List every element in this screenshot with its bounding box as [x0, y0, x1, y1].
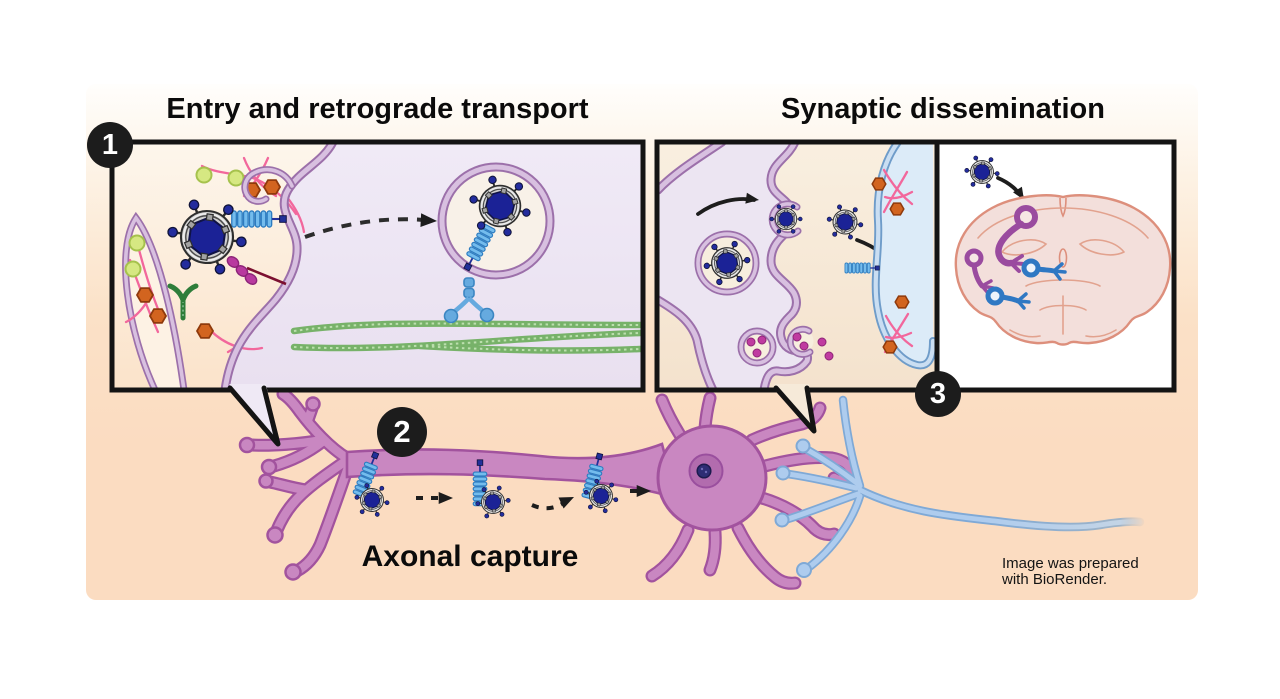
panel-brain — [937, 142, 1174, 390]
speech-tail-icon — [227, 384, 281, 447]
step-2-badge: 2 — [377, 407, 427, 457]
cargo-hexagon-icon — [263, 179, 281, 195]
virus-in-nucleus-icon — [696, 463, 712, 479]
panel-1-border — [109, 139, 646, 393]
cargo-hexagon-icon — [871, 177, 887, 191]
blue-neuron-icon — [774, 395, 1145, 578]
cargo-hexagon-icon — [882, 340, 898, 354]
y-receptor-icon — [167, 283, 199, 321]
cargo-hexagon-icon — [196, 323, 214, 339]
panel-synaptic-dissemination — [657, 142, 937, 390]
cargo-hexagon-icon — [894, 295, 910, 309]
axonal-capture-label: Axonal capture — [361, 540, 579, 573]
credit-line-2: with BioRender. — [1002, 571, 1108, 588]
neurotransmitter-icon — [817, 337, 827, 347]
step-1-badge: 1 — [87, 122, 133, 168]
bead-chain-icon — [226, 256, 287, 286]
synaptic-vesicle-icon — [737, 325, 834, 367]
speech-tail-icon — [773, 384, 817, 434]
panel-entry-transport — [112, 142, 643, 390]
actin-filament-icon — [882, 168, 914, 354]
panel-3-title: Synaptic dissemination — [781, 93, 1105, 125]
step-3-badge: 3 — [915, 371, 961, 417]
vesicle-green-icon — [128, 234, 146, 252]
vesicle-green-icon — [227, 169, 245, 187]
pink-neuron-icon — [238, 387, 860, 590]
vesicle-green-icon — [195, 166, 213, 184]
biorender-credit: Image was prepared with BioRender. — [1002, 556, 1139, 588]
tracer-blue-neuron-icon — [985, 258, 1067, 310]
cargo-hexagon-icon — [889, 202, 905, 216]
cargo-hexagon-icon — [136, 287, 154, 303]
tracer-purple-neuron-icon — [964, 205, 1038, 295]
neurotransmitter-icon — [824, 351, 834, 361]
step-3-number: 3 — [929, 377, 947, 410]
credit-line-1: Image was prepared — [1002, 555, 1139, 572]
step-1-number: 1 — [101, 128, 119, 161]
dashed-arrow-icon — [304, 217, 425, 239]
cargo-hexagon-icon — [149, 308, 167, 324]
panel-1-title: Entry and retrograde transport — [166, 93, 589, 125]
vesicle-green-icon — [124, 260, 142, 278]
step-2-number: 2 — [393, 414, 411, 449]
axonal-capture-viruses — [351, 449, 651, 521]
microtubule-icon — [290, 320, 641, 354]
panel-3-border — [934, 139, 1177, 393]
